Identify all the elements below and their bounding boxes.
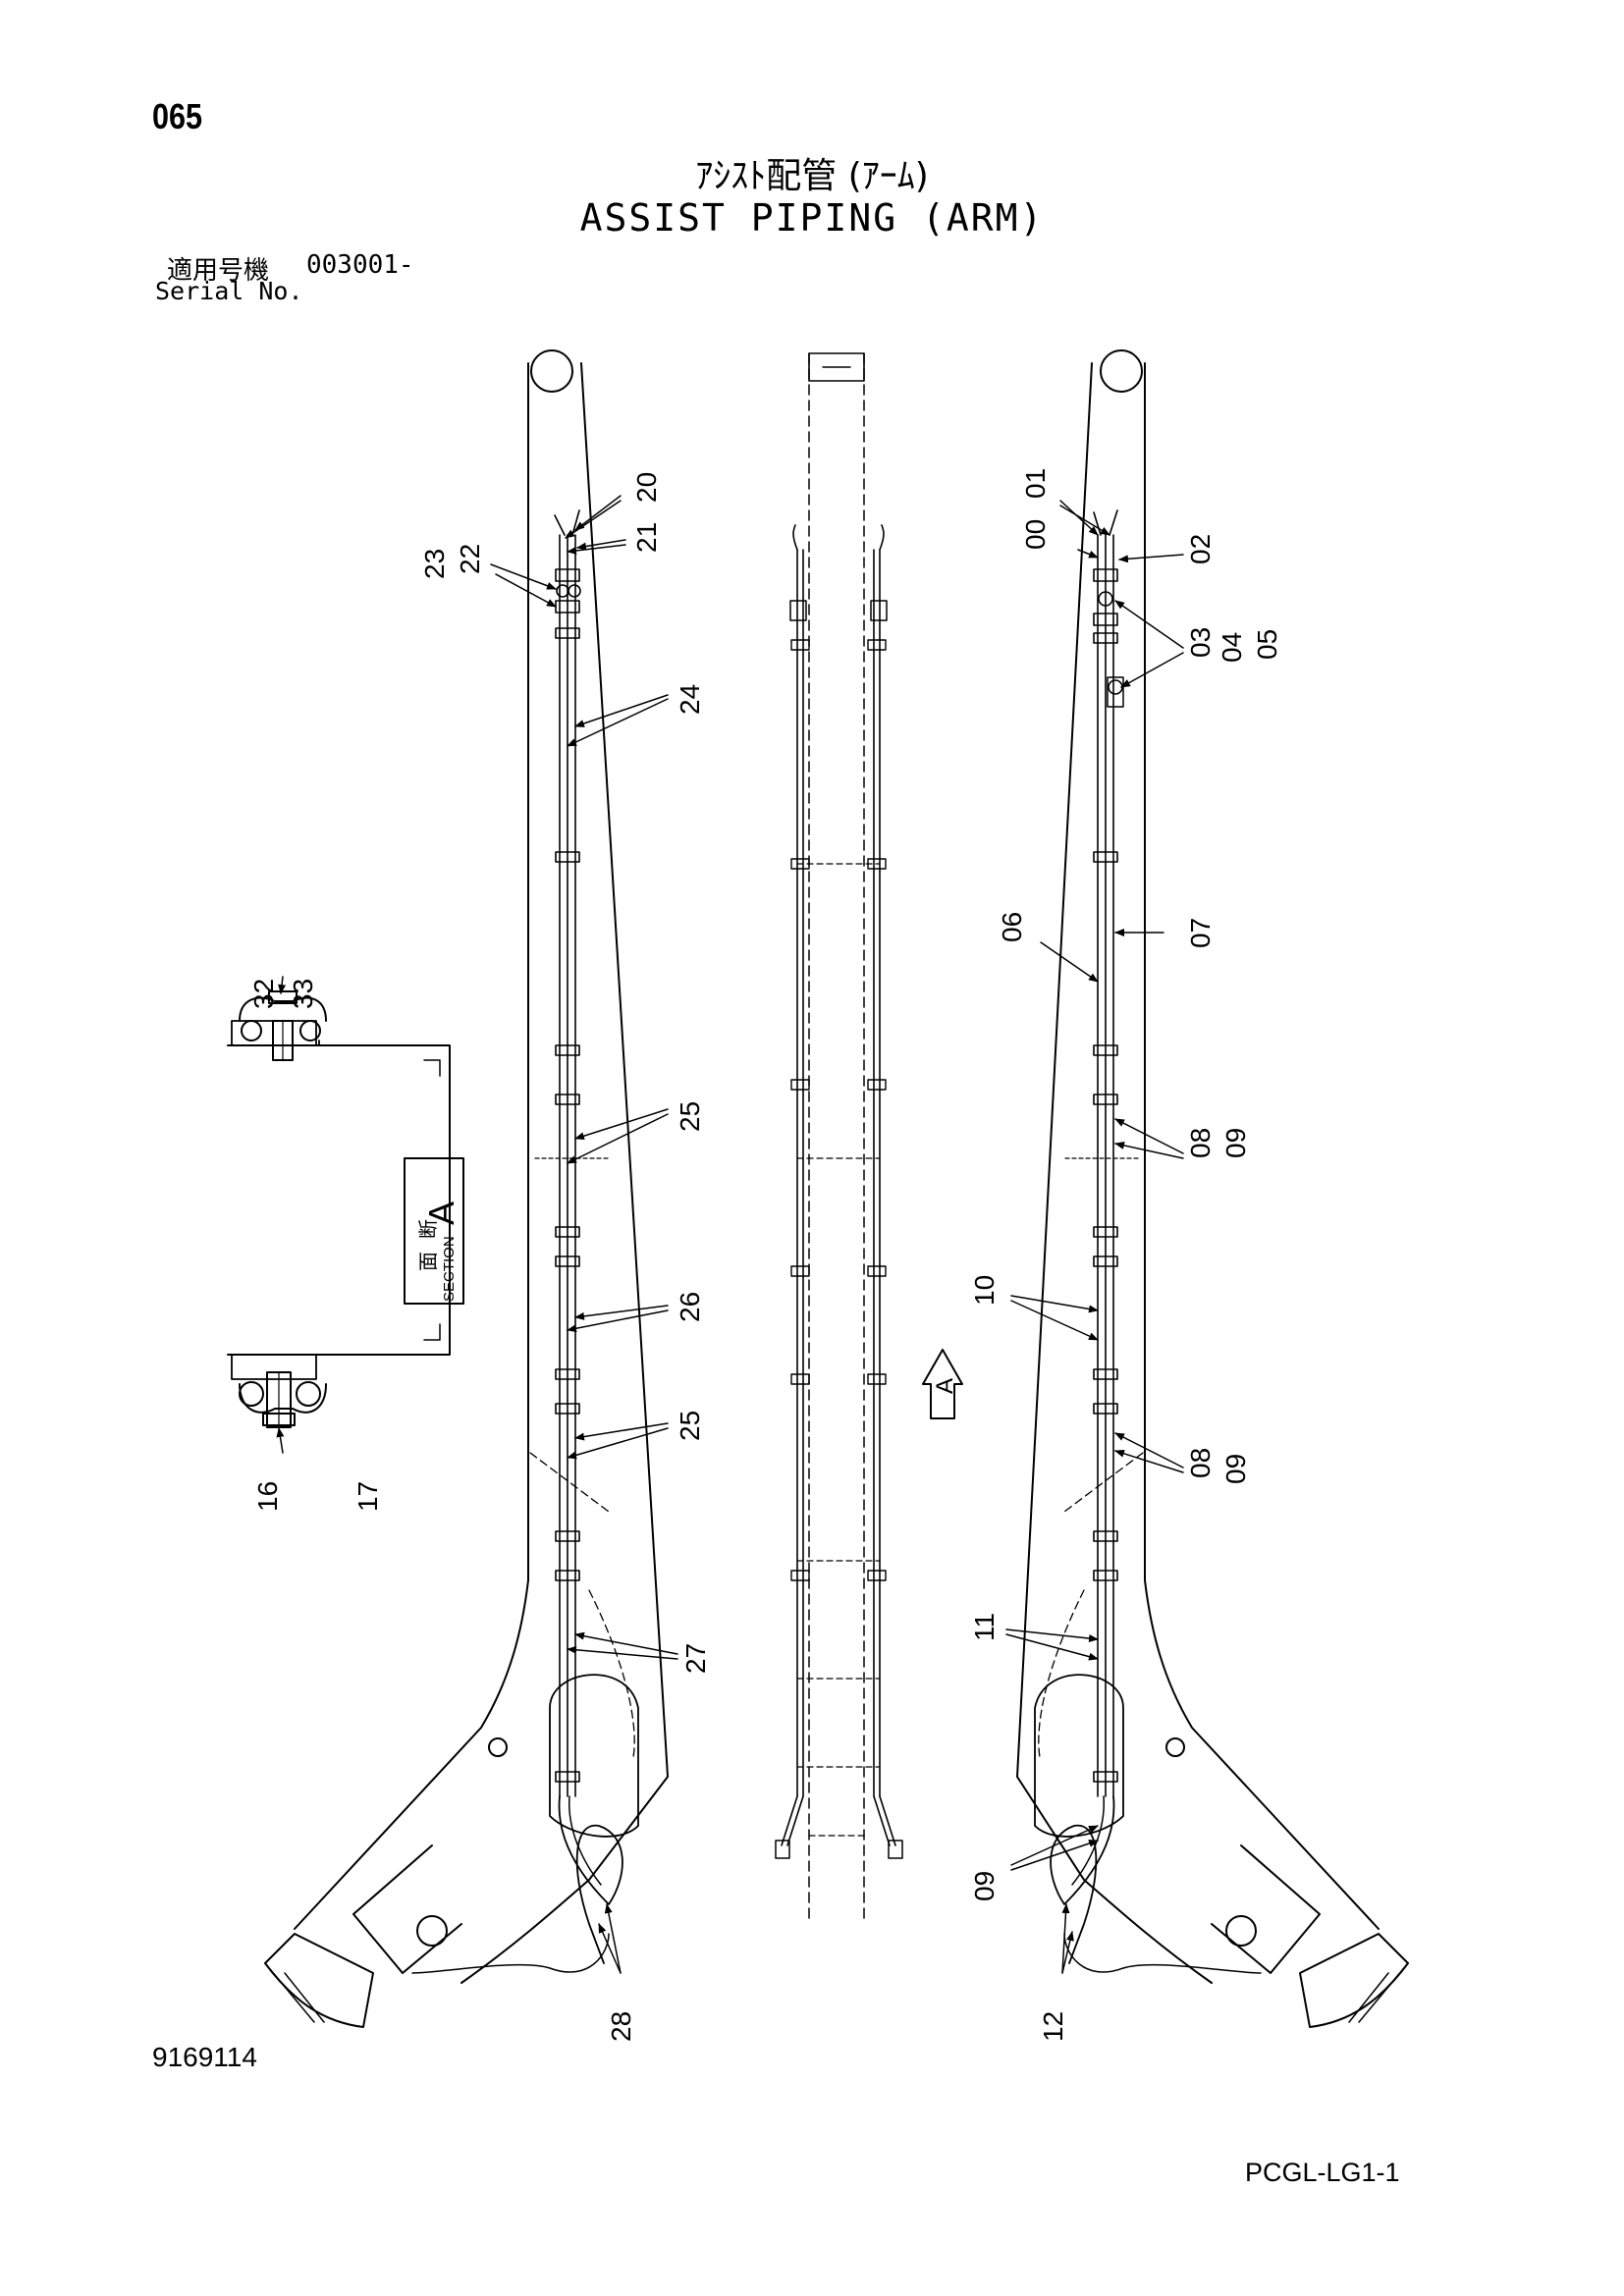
serial-label-japanese: 適用号機 (167, 256, 270, 286)
callout-17: 17 (352, 1481, 383, 1512)
callout-05: 05 (1252, 629, 1282, 660)
section-label-jp-1: 断 (417, 1219, 440, 1239)
page-code: PCGL-LG1-1 (1245, 2158, 1400, 2187)
callout-12: 12 (1038, 2011, 1068, 2042)
section-label-letter: A (421, 1201, 461, 1225)
callout-24: 24 (675, 684, 705, 715)
callout-09-upper: 09 (1220, 1128, 1251, 1158)
callout-10: 10 (969, 1275, 1000, 1306)
callout-09-lower: 09 (1220, 1454, 1251, 1484)
serial-value: 003001- (306, 250, 414, 280)
callout-03: 03 (1185, 627, 1216, 658)
view-arrow: A (922, 1349, 963, 1419)
section-a-view: 断 面 SECTION A 32 33 16 17 (227, 976, 464, 1512)
arm-outline-right-edge (460, 362, 669, 1984)
callout-06: 06 (997, 912, 1027, 942)
callout-22: 22 (455, 544, 485, 574)
arm-boss (549, 1674, 639, 1838)
callout-04: 04 (1217, 632, 1247, 663)
arm-outline-right-edge (1144, 362, 1380, 1930)
section-label-jp-2: 面 (418, 1252, 440, 1271)
callout-32: 32 (248, 979, 279, 1009)
callout-27: 27 (680, 1643, 711, 1674)
callout-25-lower: 25 (675, 1411, 705, 1441)
callout-09-bottom: 09 (969, 1871, 1000, 1901)
callout-01: 00 (1020, 519, 1051, 550)
callout-07: 07 (1185, 918, 1216, 948)
right-arm-view: 01 00 02 03 04 05 06 07 08 09 10 08 09 1… (969, 349, 1409, 2042)
title-japanese: ｱｼｽﾄ配管 (ｱｰﾑ) (695, 156, 929, 196)
callout-28: 28 (606, 2011, 636, 2042)
callout-00: 01 (1020, 468, 1051, 499)
arm-outline-left-edge (294, 362, 529, 1930)
callout-20: 20 (631, 472, 662, 503)
callout-16: 16 (252, 1481, 283, 1512)
callout-23: 23 (419, 549, 450, 579)
callout-11: 11 (969, 1613, 1000, 1641)
linkage-pin (1225, 1915, 1257, 1947)
page-number: 065 (152, 96, 203, 136)
callout-26: 26 (675, 1292, 705, 1322)
arm-top-pin (1100, 349, 1143, 393)
callout-21: 21 (631, 522, 662, 553)
title-english: ASSIST PIPING (ARM) (579, 196, 1045, 240)
left-arm-view: 20 21 23 22 24 25 26 25 27 28 (264, 349, 711, 2042)
arm-outline-left-edge (1016, 362, 1213, 1984)
callout-25-upper: 25 (675, 1101, 705, 1132)
center-arm-view (775, 352, 903, 1925)
callout-33: 33 (288, 979, 318, 1009)
boss-hole-small (1165, 1737, 1185, 1757)
callout-08-lower: 08 (1185, 1448, 1216, 1478)
callout-08-upper: 08 (1185, 1128, 1216, 1158)
callout-02: 02 (1185, 534, 1216, 564)
arm-top-pin (530, 349, 573, 393)
view-arrow-letter: A (932, 1378, 958, 1394)
serial-label-english: Serial No. (155, 277, 303, 305)
linkage-pin (416, 1915, 448, 1947)
document-number: 9169114 (152, 2042, 257, 2072)
section-label-en: SECTION (441, 1236, 458, 1302)
boss-hole-small (488, 1737, 508, 1757)
